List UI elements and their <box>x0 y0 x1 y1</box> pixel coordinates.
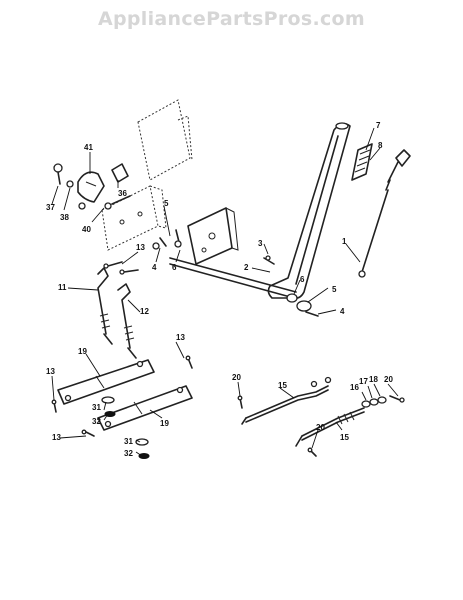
callout-4-top: 4 <box>152 263 157 272</box>
callout-19-upper: 19 <box>78 347 87 356</box>
callout-11: 11 <box>58 283 67 292</box>
bracket-plate <box>101 185 167 251</box>
callout-6-right: 6 <box>300 275 305 284</box>
deck-lift-rod-upper <box>241 376 332 425</box>
lift-arm-rear <box>97 385 193 431</box>
callout-1: 1 <box>342 237 347 246</box>
height-adjust-knob-assembly <box>53 163 131 210</box>
callout-4-bottom: 4 <box>340 307 345 316</box>
callout-15-lower: 15 <box>340 433 349 442</box>
callout-37: 37 <box>46 203 55 212</box>
lift-shaft <box>169 257 297 299</box>
callout-15-upper: 15 <box>278 381 287 390</box>
callout-31-upper: 31 <box>92 403 101 412</box>
callout-19-lower: 19 <box>160 419 169 428</box>
leader-lines <box>51 127 399 457</box>
lever-spring-and-grip <box>351 143 411 278</box>
upper-cotter-pins <box>103 261 139 275</box>
callout-3: 3 <box>258 239 263 248</box>
callout-7: 7 <box>376 121 381 130</box>
callout-6-left: 6 <box>172 263 177 272</box>
callout-32-lower: 32 <box>124 449 133 458</box>
callout-13-right: 13 <box>176 333 185 342</box>
callout-20-bottom: 20 <box>316 423 325 432</box>
callout-13-left: 13 <box>46 367 55 376</box>
lower-cotter-pins <box>51 355 193 437</box>
callout-20-right: 20 <box>384 375 393 384</box>
callout-40: 40 <box>82 225 91 234</box>
callout-31-lower: 31 <box>124 437 133 446</box>
callout-17: 17 <box>359 377 368 386</box>
callout-numbers: 1 2 3 4 4 5 5 6 6 7 8 11 12 13 13 13 13 … <box>46 121 393 458</box>
site-watermark: AppliancePartsPros.com <box>97 8 365 30</box>
lift-arm-front <box>57 359 155 405</box>
shaft-hardware <box>152 237 319 317</box>
callout-2: 2 <box>244 263 249 272</box>
rod-end-hardware <box>237 395 405 457</box>
callout-36: 36 <box>118 189 127 198</box>
callout-13-upper: 13 <box>136 243 145 252</box>
callout-32-upper: 32 <box>92 417 101 426</box>
lift-handle <box>267 122 351 300</box>
callout-18: 18 <box>369 375 378 384</box>
frame-panel <box>137 99 193 181</box>
callout-20-left: 20 <box>232 373 241 382</box>
lift-link-right <box>117 283 137 359</box>
lift-link-left <box>97 267 113 345</box>
callout-13-lower: 13 <box>52 433 61 442</box>
callout-41: 41 <box>84 143 93 152</box>
callout-16: 16 <box>350 383 359 392</box>
lift-plate <box>174 207 239 265</box>
deck-lift-rod-lower <box>295 407 365 447</box>
callout-5-bottom: 5 <box>332 285 337 294</box>
callout-5-top: 5 <box>164 199 169 208</box>
callout-8: 8 <box>378 141 383 150</box>
callout-12: 12 <box>140 307 149 316</box>
callout-38: 38 <box>60 213 69 222</box>
